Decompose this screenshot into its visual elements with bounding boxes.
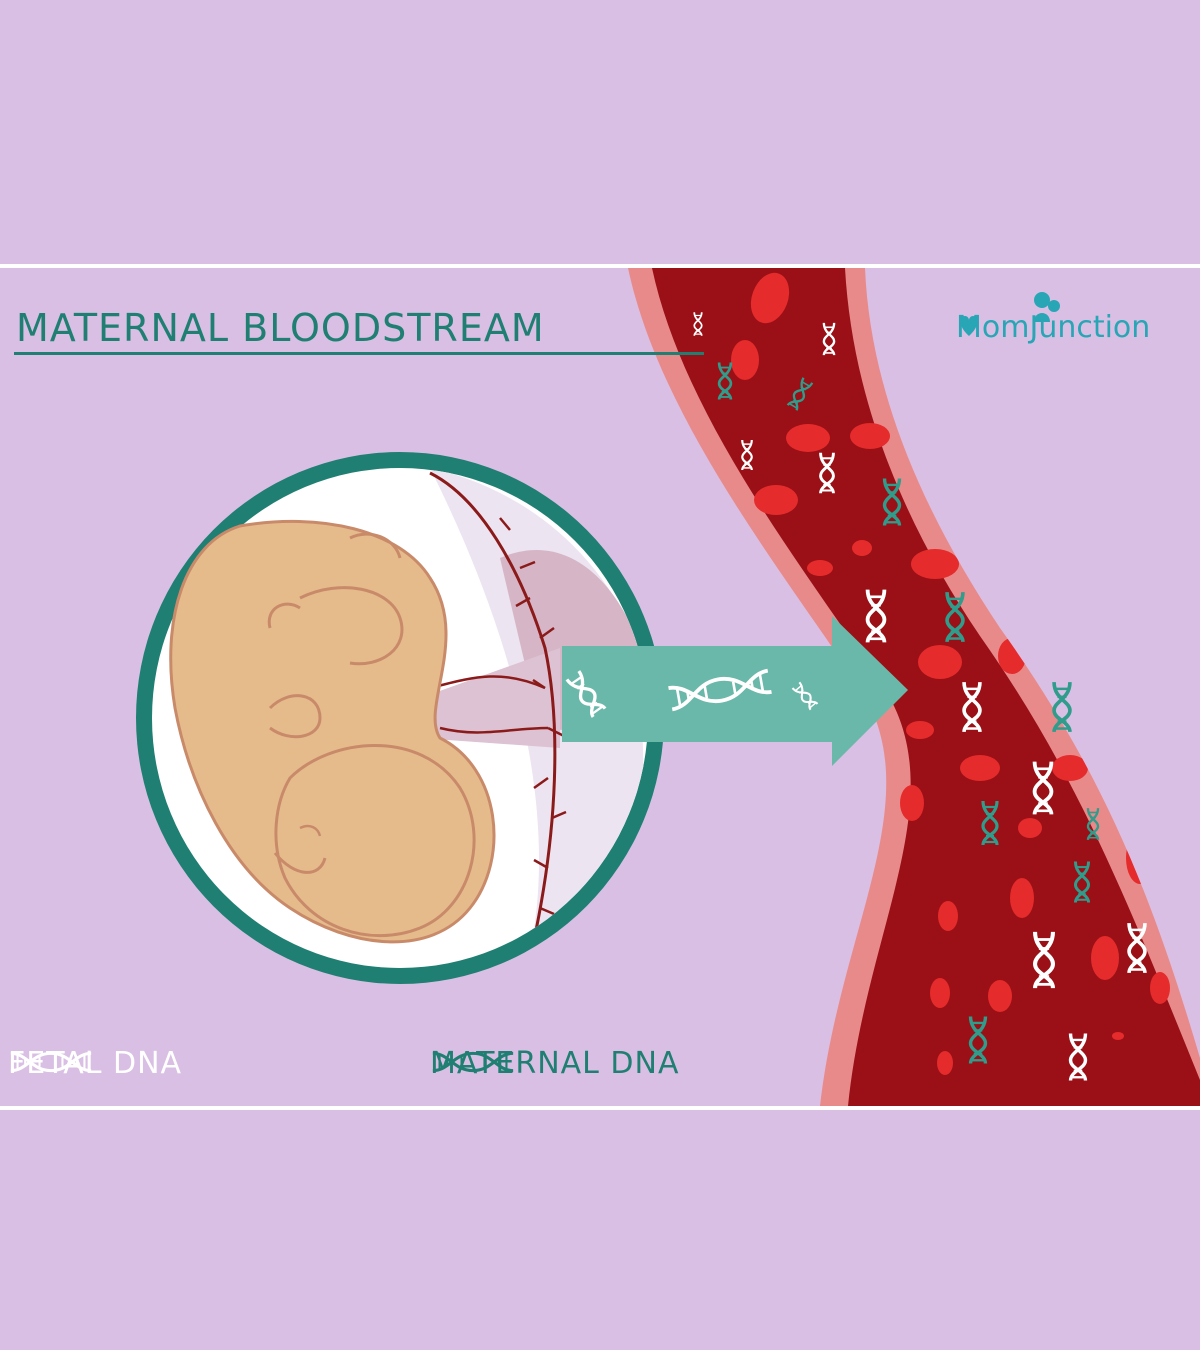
diagram-art xyxy=(136,268,1200,1106)
mother-child-heart-logo-icon xyxy=(1034,292,1060,322)
diagram-title: MATERNAL BLOODSTREAM xyxy=(16,306,545,350)
brand-name-right: Junction xyxy=(1029,310,1151,345)
bottom-divider xyxy=(0,1106,1200,1110)
legend-maternal-dna: MATERNAL DNA xyxy=(430,1046,679,1081)
dna-icon xyxy=(431,1051,515,1073)
dna-icon xyxy=(9,1051,93,1073)
legend-label: MATERNAL DNA xyxy=(430,1046,680,1081)
top-divider xyxy=(0,264,1200,268)
fetus xyxy=(169,519,496,944)
legend-fetal-dna: FETAL DNA xyxy=(8,1046,182,1081)
legend-label: FETAL DNA xyxy=(8,1046,183,1081)
transfer-arrow xyxy=(562,616,908,766)
title-underline xyxy=(14,352,704,355)
blood-vessel xyxy=(628,268,1200,1106)
heart-icon xyxy=(960,316,978,336)
